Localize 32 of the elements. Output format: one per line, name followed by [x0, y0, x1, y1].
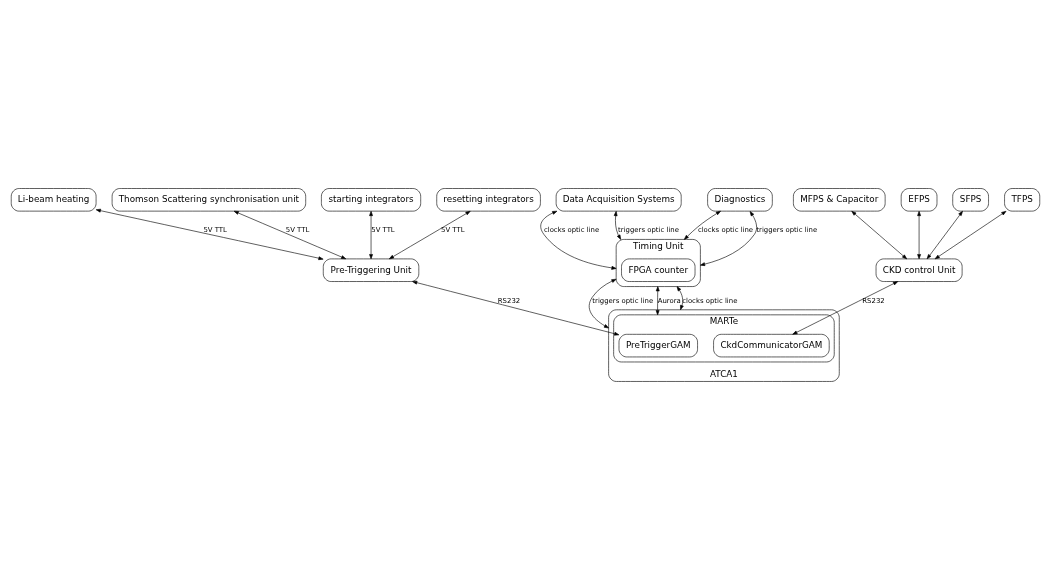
node-box: Li-beam heating: [10, 188, 97, 212]
node-box: CkdCommunicatorGAM: [713, 334, 830, 358]
arrow: [388, 210, 471, 260]
arrow: [700, 211, 757, 266]
arrow: [655, 286, 660, 316]
arrow: [540, 210, 617, 270]
arrow: [613, 211, 622, 240]
arrow: [926, 210, 963, 260]
arrow: [676, 286, 684, 311]
node-box: Thomson Scattering synchronisation unit: [111, 188, 306, 212]
node-box: SFPS: [952, 188, 989, 212]
arrow: [588, 278, 617, 329]
node-box: TFPS: [1004, 188, 1041, 212]
arrow: [369, 210, 373, 260]
node-box: PreTriggerGAM: [618, 334, 698, 358]
arrow: [792, 281, 899, 335]
arrow: [934, 210, 1007, 260]
arrow: [684, 210, 721, 240]
arrow: [95, 208, 324, 261]
arrow: [233, 210, 347, 260]
node-box: resetting integrators: [436, 188, 541, 212]
node-box: CKD control Unit: [875, 258, 963, 282]
node-box: starting integrators: [321, 188, 421, 212]
node-box: EFPS: [900, 188, 938, 212]
node-box: Data Acquisition Systems: [555, 188, 682, 212]
node-box: MFPS & Capacitor: [793, 188, 886, 212]
arrow: [412, 280, 620, 336]
node-box: Diagnostics: [707, 188, 773, 212]
node-box: FPGA counter: [621, 258, 696, 282]
arrow: [917, 210, 921, 260]
arrow: [851, 210, 908, 260]
node-box: Pre-Triggering Unit: [322, 258, 420, 282]
